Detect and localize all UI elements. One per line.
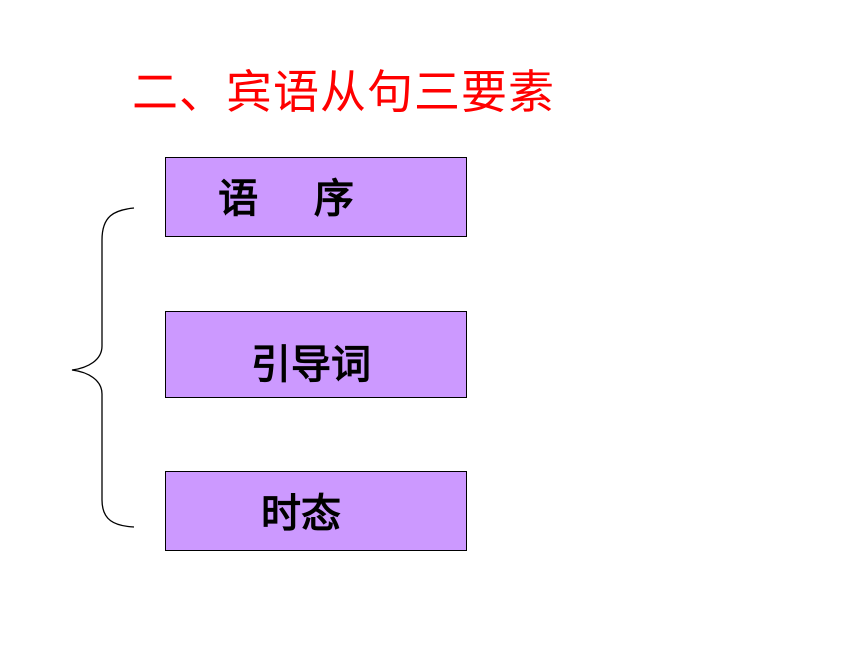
curly-brace [71, 207, 135, 528]
element-box-connective: 引导词 [165, 311, 467, 398]
element-label-tense: 时态 [261, 491, 341, 537]
element-box-tense: 时态 [165, 471, 467, 551]
slide-title: 二、宾语从句三要素 [132, 65, 555, 119]
element-label-word-order: 语 序 [218, 176, 354, 222]
element-box-word-order: 语 序 [165, 157, 467, 237]
element-label-connective: 引导词 [251, 341, 371, 388]
